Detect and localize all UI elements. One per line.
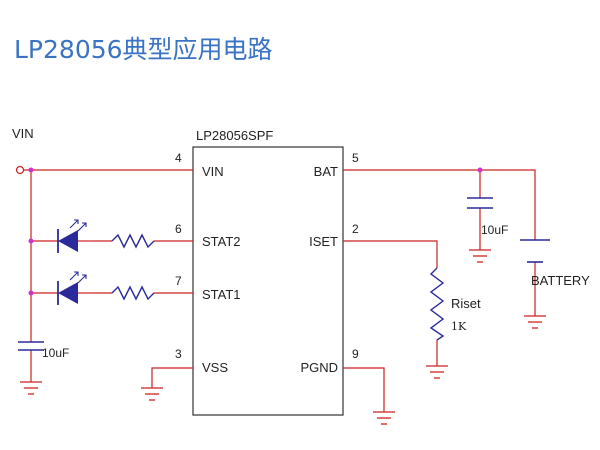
stat2-resistor [111,233,155,249]
vss-wire [151,367,193,388]
junction-stat2 [28,238,34,244]
led-stat1 [57,271,94,305]
riset-name: Riset [451,296,481,311]
chip-name: LP28056SPF [196,128,273,143]
battery-label: BATTERY [531,273,590,288]
pin-name-iset: ISET [309,234,338,249]
pin-number-vin: 4 [175,151,182,165]
chip-body [192,146,344,416]
cap-in-label: 10uF [42,346,69,360]
junction-stat1 [28,290,34,296]
vin-net-label: VIN [12,126,34,141]
pin-number-pgnd: 9 [352,347,359,361]
led-stat2 [57,219,94,253]
ground-vin-cap [20,381,42,395]
pin-name-stat2: STAT2 [202,234,241,249]
pin-name-bat: BAT [314,164,338,179]
pin-name-pgnd: PGND [300,360,338,375]
ground-battery [524,315,546,329]
vin-terminal [15,165,25,175]
cap-out [467,197,493,209]
pin-name-stat1: STAT1 [202,287,241,302]
iset-wire [343,240,438,268]
riset-value: 1K [451,320,467,333]
ground-vss [141,387,163,401]
bat-wire [343,169,536,240]
pin-name-vss: VSS [202,360,228,375]
junction-bat [477,167,483,173]
battery-symbol [520,239,550,263]
pin-number-stat2: 6 [175,222,182,236]
pgnd-wire [343,367,385,412]
pin-name-vin: VIN [202,164,224,179]
ground-riset [426,365,448,379]
ground-pgnd [373,411,395,425]
cap-in [18,341,44,351]
pin-number-bat: 5 [352,151,359,165]
ground-cap-out [469,249,491,263]
pin-number-iset: 2 [352,222,359,236]
page-title: LP28056典型应用电路 [14,35,273,64]
riset-resistor [429,267,445,341]
stat1-resistor [111,285,155,301]
pin-number-vss: 3 [175,347,182,361]
pin-number-stat1: 7 [175,274,182,288]
cap-out-label: 10uF [481,223,508,237]
junction-vin [28,167,34,173]
